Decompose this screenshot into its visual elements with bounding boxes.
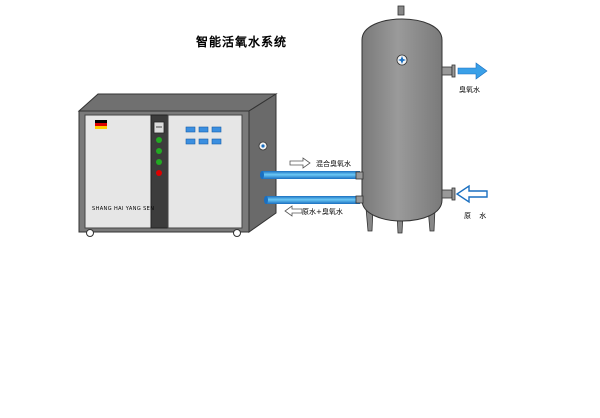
raw-plus-ozone-water-label: 原水+臭氧水 [302, 208, 343, 216]
inlet-flange [451, 187, 456, 201]
indicator-light-green-2 [156, 148, 162, 154]
diagram-title: 智能活氧水系统 [196, 35, 288, 49]
machine-right-panel [167, 114, 243, 229]
mixed-ozone-water-arrow-icon [289, 157, 311, 169]
tank-left-nozzle-upper [355, 171, 364, 180]
indicator-light-red [156, 170, 162, 176]
side-port-center [261, 144, 265, 148]
pipes [260, 171, 360, 204]
machine-left-panel [84, 114, 152, 229]
panel-button[interactable] [198, 126, 209, 133]
pipe-mixed-ozone-water [262, 171, 360, 179]
tank-left-nozzle-lower [355, 195, 364, 204]
flow-arrows [284, 62, 488, 217]
machine-foot-left [86, 229, 94, 237]
indicator-light-green-1 [156, 137, 162, 143]
gauge-needle [398, 56, 406, 64]
mixed-ozone-water-label: 混合臭氧水 [316, 160, 351, 168]
panel-button[interactable] [185, 126, 196, 133]
ozone-water-out-label: 臭氧水 [459, 86, 480, 94]
panel-button[interactable] [211, 138, 222, 145]
tank-outlet-nozzle [441, 66, 453, 76]
panel-button[interactable] [198, 138, 209, 145]
panel-button[interactable] [185, 138, 196, 145]
ozone-water-out-arrow-icon [457, 62, 488, 80]
pipe-end-cap [264, 196, 268, 204]
storage-tank [355, 5, 456, 234]
pipe-end-cap [260, 171, 264, 179]
ozone-machine [77, 93, 278, 237]
indicator-light-green-3 [156, 159, 162, 165]
tank-vent [397, 5, 405, 16]
machine-top [77, 93, 278, 112]
raw-water-in-arrow-icon [455, 184, 488, 204]
raw-water-in-label: 原 水 [464, 212, 490, 220]
door-handle [153, 121, 165, 134]
tank-body [361, 18, 443, 222]
machine-side [248, 93, 277, 233]
machine-foot-right [233, 229, 241, 237]
machine-brand-text: SHANG HAI YANG SEN [92, 206, 155, 212]
tank-inlet-nozzle [441, 189, 453, 199]
raw-plus-ozone-water-arrow-icon [284, 205, 303, 217]
flag-icon [95, 120, 107, 129]
pipe-raw-plus-ozone-water [266, 196, 360, 204]
outlet-flange [451, 64, 456, 78]
panel-button[interactable] [211, 126, 222, 133]
